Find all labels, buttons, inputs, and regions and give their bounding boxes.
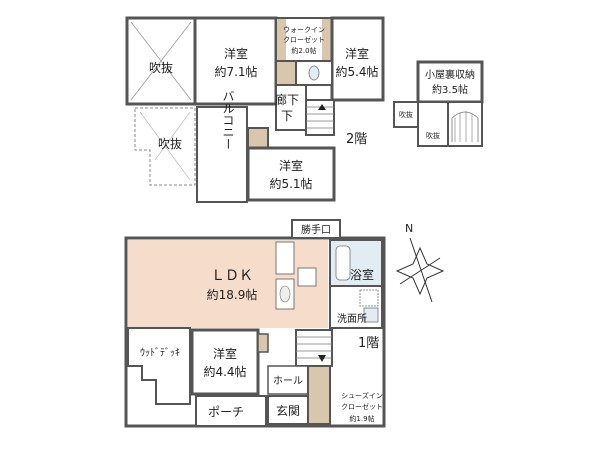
western-room-4-4-size: 約4.4帖 bbox=[203, 364, 246, 379]
fridge bbox=[297, 267, 317, 287]
loft-stairs bbox=[447, 101, 483, 147]
wood-deck-label: ｳｯﾄﾞﾃﾞｯｷ bbox=[140, 347, 180, 359]
washing-machine bbox=[359, 289, 379, 307]
shoes-label-2: クローゼット bbox=[341, 402, 383, 411]
hall-label: ホール bbox=[273, 375, 303, 387]
shoes-in-closet bbox=[307, 365, 331, 425]
service-door-label: 勝手口 bbox=[301, 223, 331, 236]
wood-deck bbox=[127, 327, 191, 405]
second-floor: 吹抜 洋室 約7.1帖 ウォークイン クローゼット 約2.0帖 洋室 約5.4帖… bbox=[125, 16, 385, 203]
storage-2f bbox=[275, 60, 297, 86]
bathroom-label: 浴室 bbox=[350, 267, 374, 282]
entrance-label: 玄関 bbox=[276, 403, 300, 418]
void-b-label: 吹抜 bbox=[158, 137, 182, 151]
shoes-size: 約1.9帖 bbox=[349, 414, 374, 423]
western-room-5-1-size: 約5.1帖 bbox=[269, 176, 312, 191]
stair-arrow-1f-icon bbox=[318, 355, 326, 362]
western-room-4-4-name: 洋室 bbox=[213, 346, 237, 361]
western-room-4-4 bbox=[190, 328, 260, 396]
hallway-label: 廊下 bbox=[275, 92, 299, 107]
western-room-5-1-name: 洋室 bbox=[279, 158, 303, 173]
western-room-5-4 bbox=[330, 16, 385, 102]
toilet-icon bbox=[308, 65, 320, 81]
void-a-label: 吹抜 bbox=[149, 61, 173, 75]
loft: 小屋裏収納 約3.5帖 吹抜 吹抜 bbox=[393, 60, 484, 147]
washroom-label: 洗面所 bbox=[337, 313, 367, 325]
closet-4-4 bbox=[257, 333, 269, 353]
stairs-1f bbox=[295, 329, 333, 367]
stairs-2f bbox=[305, 99, 335, 136]
porch-label: ポーチ bbox=[208, 405, 244, 419]
stair-arrow-icon bbox=[318, 104, 326, 110]
wic-label-1: ウォークイン bbox=[283, 26, 325, 34]
hallway bbox=[275, 84, 307, 131]
floor-label-1f: 1階 bbox=[358, 336, 379, 351]
service-door bbox=[291, 219, 341, 239]
void-area-a bbox=[125, 16, 197, 106]
shoes-label-1: シューズイン bbox=[341, 391, 383, 400]
bathtub-icon bbox=[335, 245, 351, 281]
western-room-7-1 bbox=[193, 16, 278, 106]
loft-void-a-label: 吹抜 bbox=[399, 110, 413, 119]
balcony-label: バルコニー bbox=[221, 90, 235, 150]
compass: N bbox=[395, 222, 445, 303]
entrance bbox=[267, 395, 309, 425]
first-floor: ＬＤＫ 約18.9帖 勝手口 浴室 洗面所 ｳｯﾄﾞﾃﾞｯｷ bbox=[124, 219, 386, 428]
north-label: N bbox=[405, 222, 413, 235]
porch bbox=[195, 395, 267, 427]
kitchen-counter bbox=[275, 241, 295, 275]
western-room-7-1-size: 約7.1帖 bbox=[214, 64, 257, 79]
ldk-room bbox=[128, 240, 328, 328]
loft-void-b-label: 吹抜 bbox=[426, 131, 440, 140]
wic-size: 約2.0帖 bbox=[291, 46, 316, 55]
wash-basin bbox=[363, 307, 379, 323]
hall bbox=[267, 365, 309, 395]
loft-void-b bbox=[417, 101, 449, 147]
closet-5-1 bbox=[247, 127, 269, 149]
balcony bbox=[196, 106, 248, 203]
western-room-5-4-name: 洋室 bbox=[345, 46, 369, 61]
closet-shelf-2 bbox=[322, 19, 331, 60]
floor-label-2f: 2階 bbox=[346, 132, 367, 147]
western-room-7-1-name: 洋室 bbox=[224, 46, 248, 61]
wic-label-2: クローゼット bbox=[283, 35, 325, 44]
loft-storage bbox=[416, 60, 484, 104]
sink-icon bbox=[279, 285, 291, 303]
loft-name: 小屋裏収納 bbox=[425, 68, 475, 81]
closet-shelf bbox=[277, 19, 286, 60]
hallway-label-2: 下 bbox=[281, 109, 293, 123]
western-room-5-4-size: 約5.4帖 bbox=[335, 64, 378, 79]
loft-size: 約3.5帖 bbox=[432, 83, 468, 96]
ldk-size: 約18.9帖 bbox=[207, 287, 258, 302]
ldk-name: ＬＤＫ bbox=[211, 268, 253, 284]
western-room-5-1 bbox=[246, 146, 336, 202]
